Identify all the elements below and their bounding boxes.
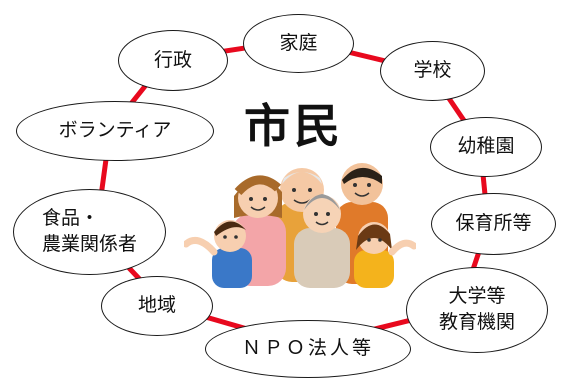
node-label: ＮＰＯ法人等 (241, 337, 374, 360)
node-label: ボランティア (58, 119, 172, 142)
node-volunteer: ボランティア (16, 101, 214, 161)
node-hoikusho: 保育所等 (431, 193, 556, 255)
node-katei: 家庭 (243, 14, 354, 73)
node-label: 学校 (413, 59, 452, 82)
grandmother-figure (294, 194, 350, 288)
node-label: 家庭 (279, 31, 318, 54)
girl-figure (354, 222, 416, 288)
node-npo: ＮＰＯ法人等 (205, 320, 411, 378)
center-title: 市民 (244, 99, 344, 153)
node-shokuhin: 食品・ 農業関係者 (13, 189, 166, 275)
node-label: 保育所等 (455, 212, 532, 235)
node-label: 大学等 教育機関 (438, 285, 515, 333)
node-label: 幼稚園 (457, 135, 515, 158)
node-label: 食品・ 農業関係者 (41, 207, 137, 255)
node-daigaku: 大学等 教育機関 (406, 267, 548, 353)
family-group-illustration (184, 163, 416, 288)
node-chiiki: 地域 (101, 276, 213, 336)
boy-figure (184, 220, 252, 288)
node-label: 地域 (137, 294, 176, 317)
node-yochien: 幼稚園 (430, 117, 542, 177)
mother-figure (232, 175, 286, 286)
node-label: 行政 (153, 48, 192, 71)
node-gakko: 学校 (380, 41, 485, 101)
node-gyosei: 行政 (118, 30, 228, 91)
